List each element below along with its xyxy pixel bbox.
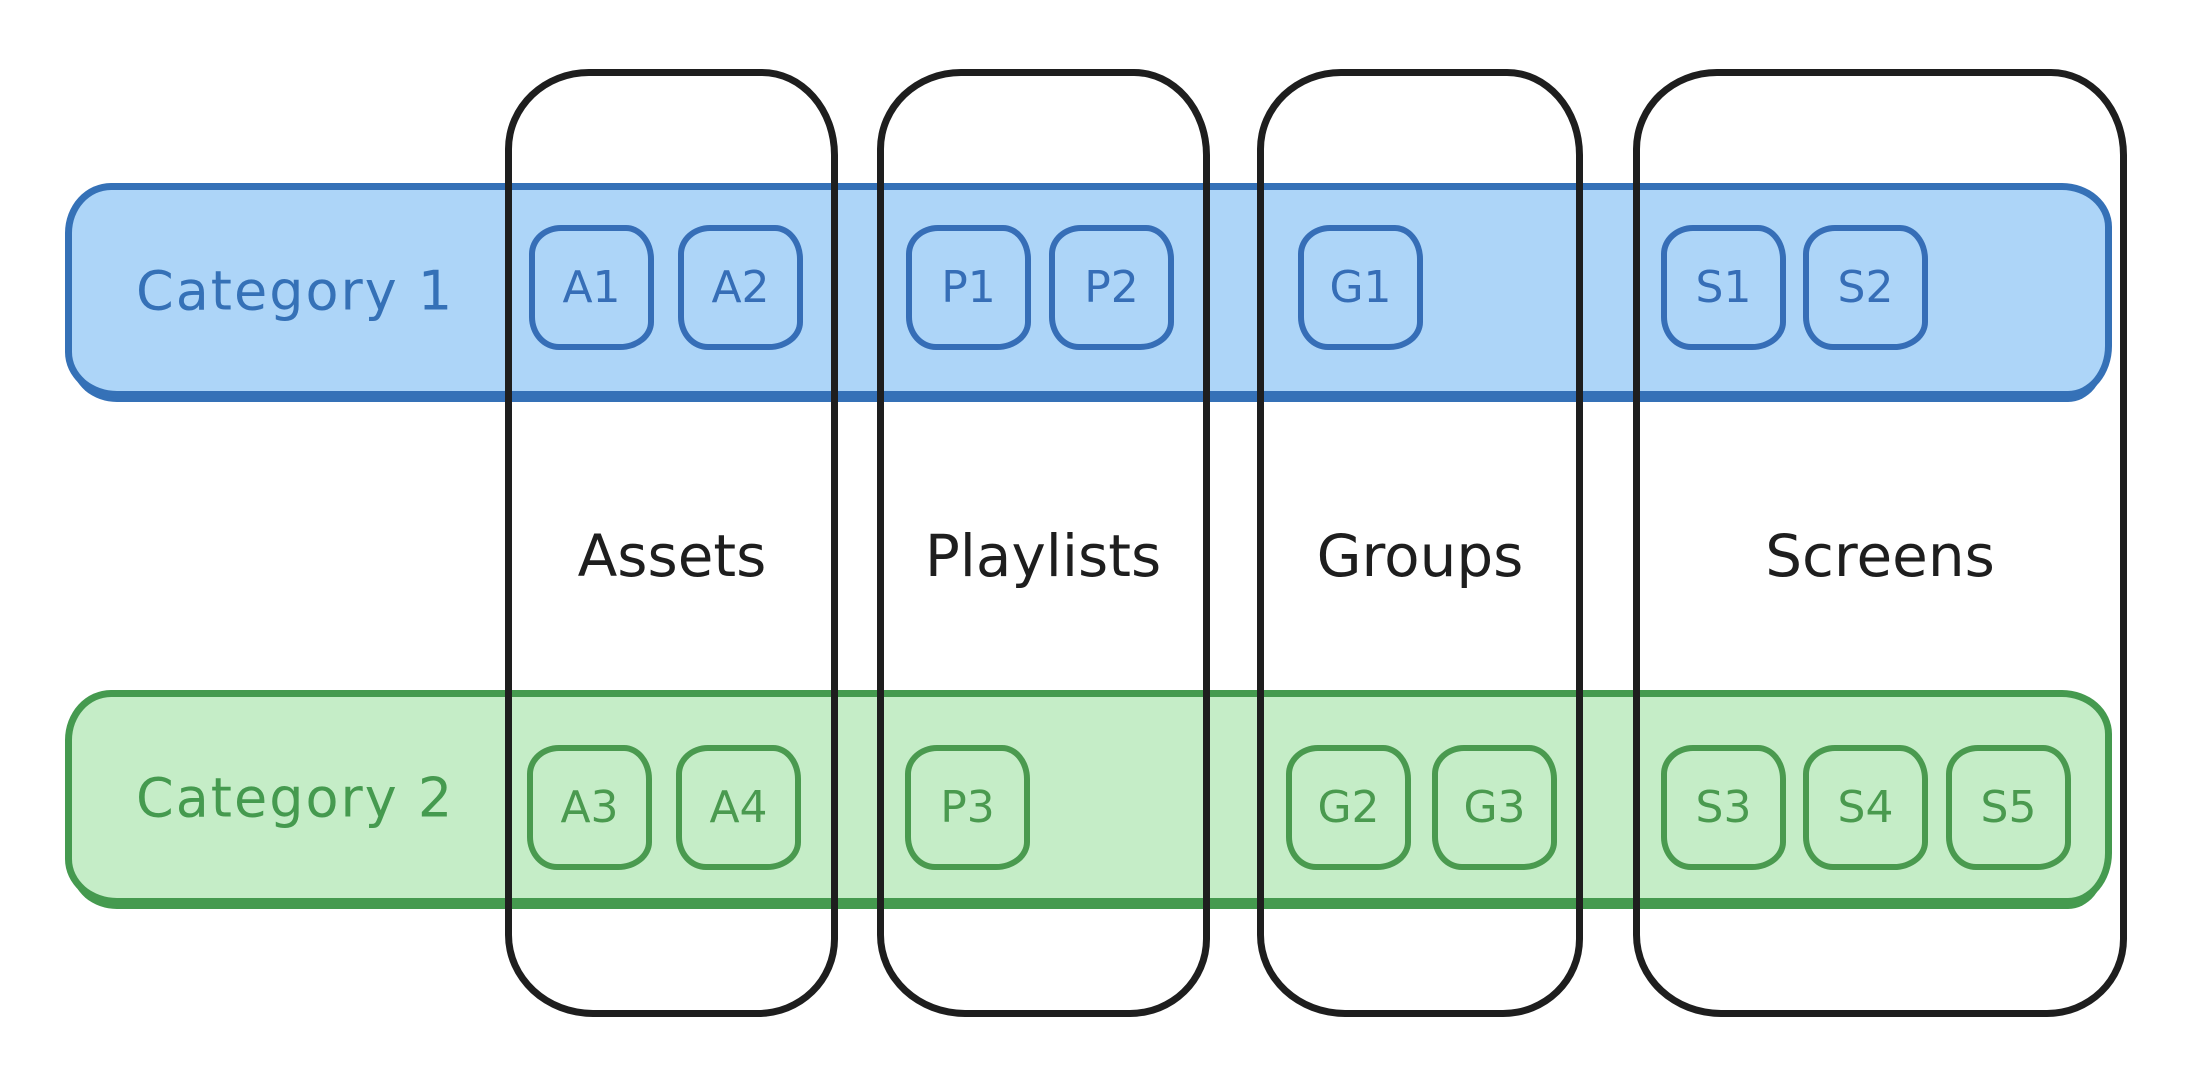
box-p1: P1 bbox=[906, 225, 1031, 350]
box-a2: A2 bbox=[678, 225, 803, 350]
box-s2: S2 bbox=[1803, 225, 1928, 350]
box-s3: S3 bbox=[1661, 745, 1786, 870]
column-screens bbox=[1633, 69, 2127, 1017]
column-groups bbox=[1257, 69, 1583, 1017]
band-category-1: Category 1 bbox=[65, 183, 2112, 398]
column-playlists bbox=[877, 69, 1210, 1017]
column-label-playlists: Playlists bbox=[924, 522, 1162, 590]
band-label-category-2: Category 2 bbox=[136, 766, 455, 829]
box-a1: A1 bbox=[529, 225, 654, 350]
column-label-screens: Screens bbox=[1765, 522, 1995, 590]
box-s5: S5 bbox=[1946, 745, 2071, 870]
box-g3: G3 bbox=[1432, 745, 1557, 870]
box-a3: A3 bbox=[527, 745, 652, 870]
column-label-groups: Groups bbox=[1316, 522, 1524, 590]
column-assets bbox=[505, 69, 838, 1017]
band-category-2: Category 2 bbox=[65, 690, 2112, 905]
band-label-category-1: Category 1 bbox=[136, 259, 455, 322]
box-s1: S1 bbox=[1661, 225, 1786, 350]
box-g1: G1 bbox=[1298, 225, 1423, 350]
box-s4: S4 bbox=[1803, 745, 1928, 870]
box-p3: P3 bbox=[905, 745, 1030, 870]
box-a4: A4 bbox=[676, 745, 801, 870]
box-p2: P2 bbox=[1049, 225, 1174, 350]
column-label-assets: Assets bbox=[577, 522, 767, 590]
box-g2: G2 bbox=[1286, 745, 1411, 870]
